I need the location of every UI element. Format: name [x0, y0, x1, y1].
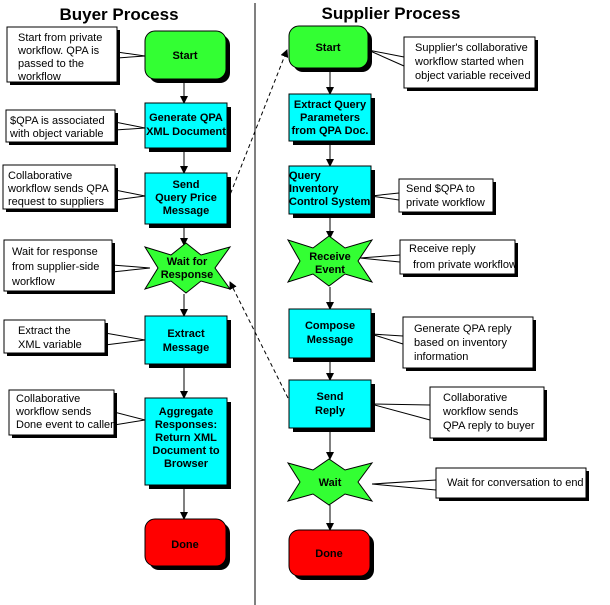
supplier-done-node	[288, 529, 371, 577]
comment-text: workflow	[11, 276, 55, 288]
buyer-start-label: Start	[172, 50, 197, 62]
comment-note	[5, 109, 116, 143]
comment-text: from supplier-side	[12, 261, 99, 273]
comment-note	[3, 319, 106, 354]
comment-text: Extract the	[18, 325, 71, 337]
supplier-wait-node	[286, 458, 374, 506]
node-label: Aggregate	[159, 406, 213, 418]
comment-text: workflow sends QPA	[7, 183, 109, 195]
comment-note	[2, 164, 116, 210]
node-label: Query	[289, 170, 322, 182]
comment-note	[8, 389, 115, 436]
node-label: XML Document	[146, 126, 226, 138]
buyer-done-label: Done	[171, 539, 199, 551]
supplier-start-label: Start	[315, 42, 340, 54]
comment-text: workflow sends	[442, 406, 519, 418]
aggregate-responses-node	[144, 397, 228, 486]
comment-note	[429, 386, 545, 439]
node-label: Response	[161, 269, 214, 281]
compose-message-node	[288, 308, 372, 359]
comment-text: information	[414, 351, 468, 363]
comment-note	[402, 316, 534, 369]
node-label: Control System	[289, 196, 371, 208]
node-label: Extract Query	[294, 99, 367, 111]
comment-text: with object variable	[9, 128, 104, 140]
comment-text: QPA reply to buyer	[443, 420, 535, 432]
comment-note	[3, 239, 113, 292]
comment-text: Wait for conversation to end	[447, 477, 584, 489]
comment-text: Generate QPA reply	[414, 323, 512, 335]
comment-note	[435, 467, 587, 499]
comment-note	[6, 26, 118, 83]
comment-note	[398, 178, 494, 213]
node-label: Wait	[319, 477, 342, 489]
comment-text: Collaborative	[8, 170, 72, 182]
node-label: Message	[163, 205, 209, 217]
comment-text: Collaborative	[16, 393, 80, 405]
comment-text: workflow. QPA is	[17, 45, 100, 57]
extract-message-node	[144, 315, 228, 365]
comment-text: Start from private	[18, 32, 102, 44]
comment-note	[403, 36, 536, 89]
comment-text: Send $QPA to	[406, 183, 475, 195]
comment-text: request to suppliers	[8, 196, 104, 208]
node-label: Send	[317, 391, 344, 403]
node-label: Query Price	[155, 192, 217, 204]
generate-qpa-node	[144, 102, 228, 149]
node-label: Message	[307, 334, 353, 346]
node-label: Responses:	[155, 419, 217, 431]
comment-text: passed to the	[18, 58, 84, 70]
buyer-done-node	[144, 518, 227, 567]
supplier-start-node	[288, 25, 369, 69]
comment-text: Wait for response	[12, 246, 98, 258]
node-label: Extract	[167, 328, 205, 340]
buyer-wait-node	[143, 242, 232, 294]
node-label: Event	[315, 264, 345, 276]
receive-event-node	[286, 235, 374, 287]
comment-text: from private workflow	[413, 259, 517, 271]
node-label: Compose	[305, 320, 355, 332]
supplier-done-label: Done	[315, 548, 343, 560]
node-label: Browser	[164, 458, 209, 470]
comment-text: $QPA is associated	[10, 115, 105, 127]
reply-to-buyer	[229, 281, 289, 399]
node-label: Inventory	[289, 183, 339, 195]
node-label: Message	[163, 342, 209, 354]
node-label: Generate QPA	[149, 112, 223, 124]
node-label: Send	[173, 179, 200, 191]
supplier-process-title: Supplier Process	[322, 4, 461, 23]
comment-text: workflow	[17, 71, 61, 83]
node-label: Reply	[315, 405, 346, 417]
node-label: Parameters	[300, 112, 360, 124]
comment-text: Collaborative	[443, 392, 507, 404]
comment-text: XML variable	[18, 339, 82, 351]
node-label: Receive	[309, 251, 351, 263]
node-label: Document to	[152, 445, 220, 457]
comment-text: workflow sends	[15, 406, 92, 418]
comment-text: Supplier's collaborative	[415, 42, 528, 54]
extract-query-node	[288, 93, 372, 142]
comment-text: based on inventory	[414, 337, 507, 349]
comment-text: Receive reply	[409, 243, 476, 255]
query-inventory-node	[288, 165, 372, 215]
send-query-node	[144, 172, 228, 225]
buyer-process-title: Buyer Process	[59, 5, 178, 24]
buyer-start-node	[144, 30, 227, 80]
comment-text: object variable received	[415, 70, 531, 82]
comment-text: Done event to caller	[16, 419, 114, 431]
comment-note	[399, 239, 516, 275]
comment-text: private workflow	[406, 197, 485, 209]
comment-text: workflow started when	[414, 56, 524, 68]
message-to-supplier	[227, 49, 289, 201]
node-label: Return XML	[155, 432, 217, 444]
node-label: from QPA Doc.	[291, 125, 368, 137]
send-reply-node	[288, 379, 372, 429]
node-label: Wait for	[167, 256, 208, 268]
